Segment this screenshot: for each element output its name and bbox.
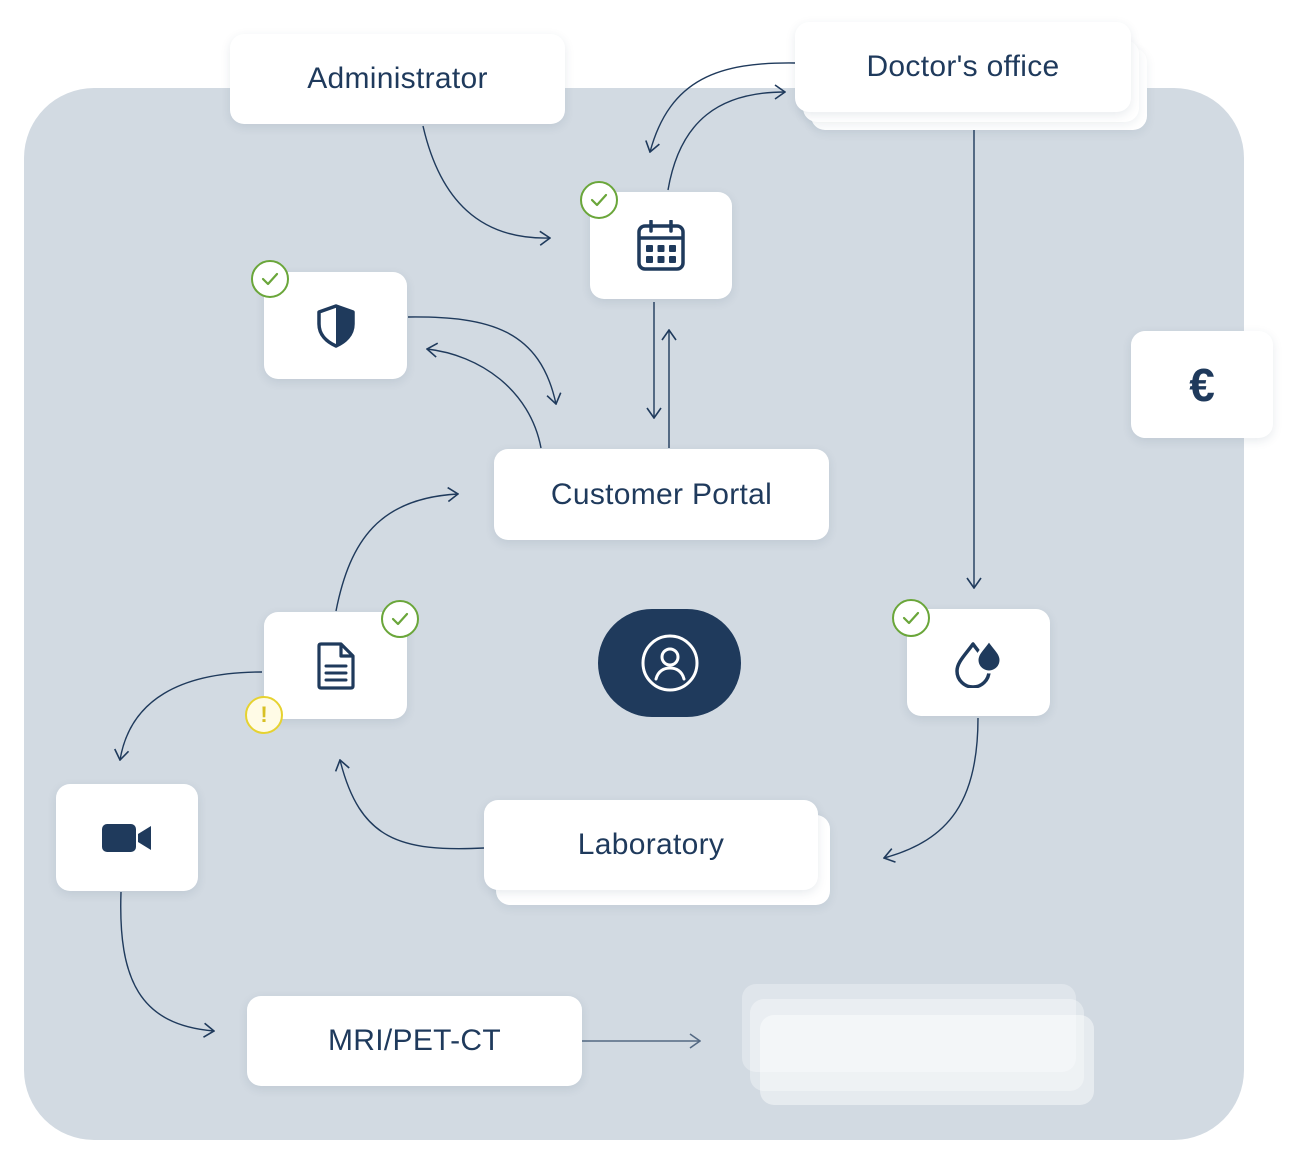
patient-user-node[interactable] — [598, 609, 741, 717]
edge-admin-calendar — [422, 125, 550, 238]
billing-node[interactable]: € — [1131, 331, 1273, 438]
video-camera-icon — [102, 823, 151, 852]
edge-blood-laboratory — [884, 717, 979, 858]
document-check-badge — [381, 600, 419, 638]
administrator-label: Administrator — [307, 62, 488, 95]
check-icon — [590, 193, 608, 207]
placeholder-card-back — [742, 984, 1076, 1072]
document-icon — [316, 641, 355, 690]
customer-portal-node[interactable]: Customer Portal — [494, 449, 829, 540]
edge-document-video — [120, 671, 263, 760]
check-icon — [902, 611, 920, 625]
warning-icon: ! — [260, 702, 268, 727]
edge-document-portal — [335, 494, 458, 612]
security-node[interactable] — [264, 272, 407, 379]
mri-pet-ct-node[interactable]: MRI/PET-CT — [247, 996, 582, 1086]
document-node[interactable] — [264, 612, 407, 719]
edge-laboratory-document — [340, 760, 485, 850]
euro-icon: € — [1189, 358, 1215, 411]
administrator-node[interactable]: Administrator — [230, 34, 565, 124]
doctors-office-node[interactable]: Doctor's office — [795, 22, 1131, 112]
edge-doctor-calendar — [650, 62, 796, 152]
check-icon — [391, 612, 409, 626]
laboratory-node[interactable]: Laboratory — [484, 800, 818, 890]
mri-pet-ct-label: MRI/PET-CT — [328, 1024, 501, 1057]
calendar-check-badge — [580, 181, 618, 219]
edge-video-mri — [120, 891, 214, 1031]
document-warning-badge: ! — [245, 696, 283, 734]
customer-portal-label: Customer Portal — [550, 477, 773, 511]
doctors-office-label: Doctor's office — [866, 50, 1060, 83]
video-consultation-node[interactable] — [56, 784, 198, 891]
placeholder-card-front — [760, 1015, 1094, 1105]
shield-icon — [316, 303, 355, 348]
calendar-icon — [637, 219, 685, 271]
laboratory-label: Laboratory — [577, 828, 725, 861]
placeholder-card-middle — [750, 999, 1084, 1091]
edge-portal-shield — [427, 349, 542, 449]
blood-test-node[interactable] — [907, 609, 1050, 716]
blood-test-check-badge — [892, 599, 930, 637]
blood-drop-icon — [954, 637, 1003, 688]
security-check-badge — [251, 260, 289, 298]
check-icon — [261, 272, 279, 286]
edge-shield-portal — [407, 316, 556, 404]
edge-calendar-doctor — [667, 92, 785, 191]
user-icon — [641, 634, 698, 692]
